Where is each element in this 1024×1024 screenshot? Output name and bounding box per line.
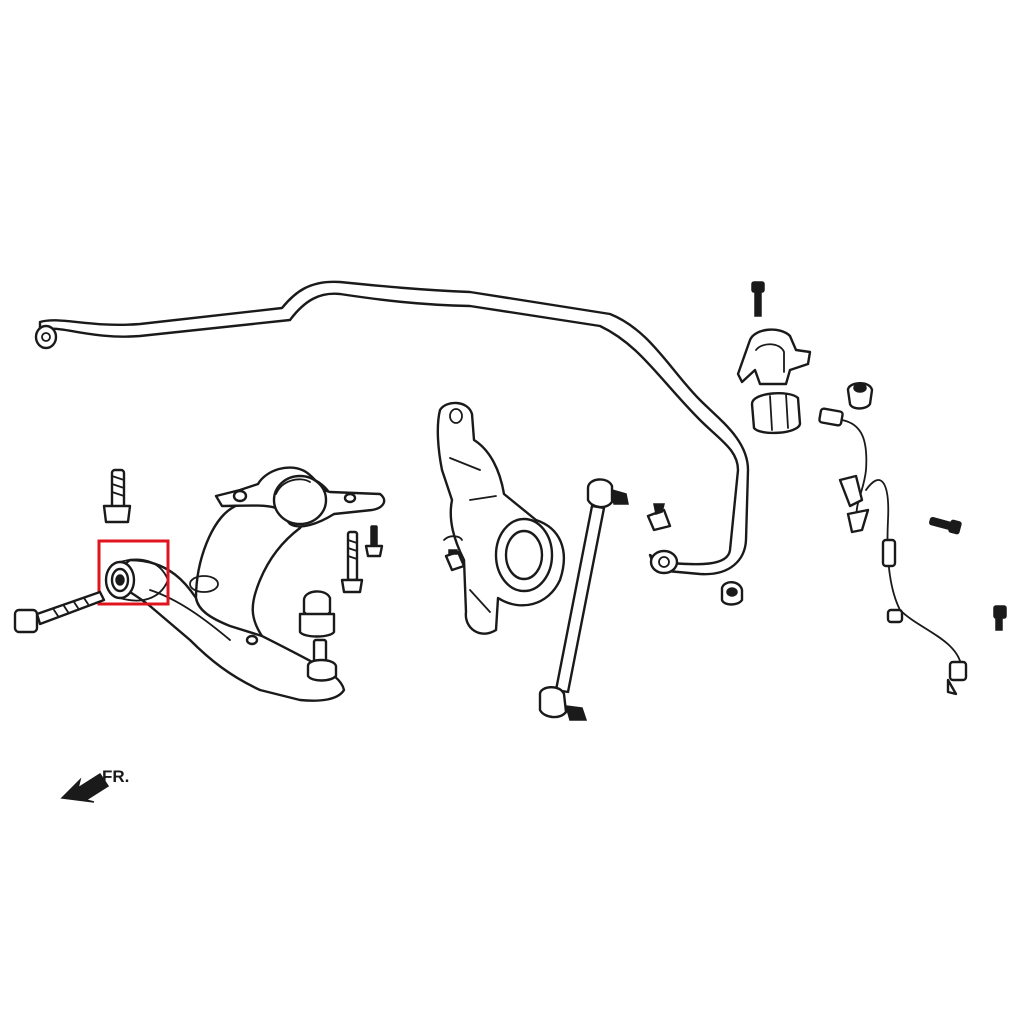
arm-rear-bolt — [102, 468, 132, 524]
cotter-pin — [443, 535, 463, 541]
stabilizer-bracket — [736, 281, 812, 386]
highlight-box — [97, 539, 170, 606]
abs-sensor-harness — [818, 407, 968, 696]
bracket-bolt-head — [751, 281, 765, 293]
front-direction-indicator: FR. — [60, 767, 129, 803]
castle-nut — [444, 549, 466, 572]
flange-nut-top — [846, 382, 874, 410]
stabilizer-bushing — [750, 392, 802, 435]
front-direction-label: FR. — [102, 767, 129, 786]
end-link-nut-upper — [646, 503, 672, 532]
end-link-nut-lower — [720, 581, 744, 606]
steering-knuckle — [436, 401, 565, 635]
arm-front-bolt — [13, 590, 106, 634]
front-arrow-icon — [60, 772, 110, 803]
bar-end-eye-right — [649, 549, 679, 575]
bar-end-eye-left — [34, 324, 58, 350]
sensor-bolt-1 — [929, 516, 962, 535]
stabilizer-end-link — [538, 478, 629, 721]
ball-joint — [298, 590, 338, 682]
ball-joint-bolt-short — [364, 525, 384, 558]
front-bushing-highlight — [97, 539, 170, 606]
sensor-bolt-2 — [993, 605, 1007, 631]
ball-joint-bolt-long — [340, 530, 364, 594]
stabilizer-bar — [34, 280, 750, 576]
